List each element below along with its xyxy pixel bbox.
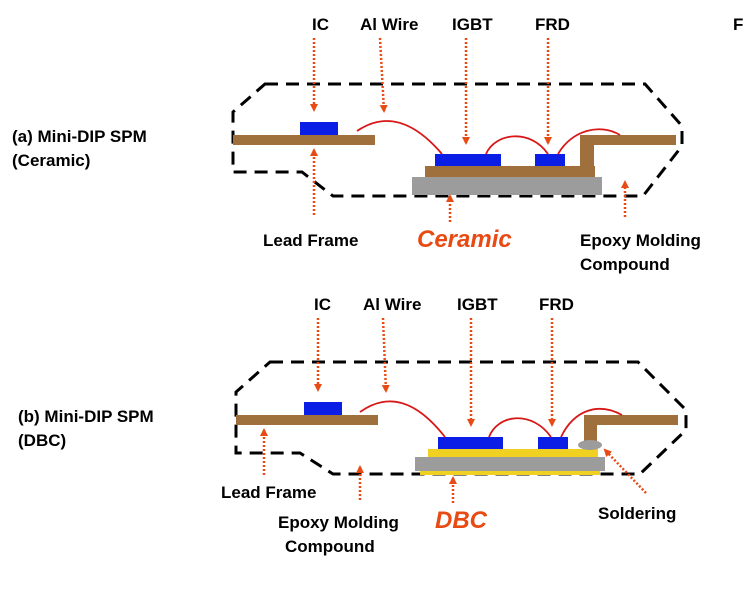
panel-a-ic-label: IC (312, 15, 329, 34)
panel-b-wire-frd-lead (560, 408, 623, 438)
panel-b-title-line2: (DBC) (18, 431, 66, 450)
panel-b-wire-ic-igbt (359, 400, 446, 438)
panel-a-frd-chip (535, 154, 565, 166)
panel-b-dbc-top-copper (428, 449, 598, 457)
panel-b-ic-label: IC (314, 295, 331, 314)
panel-a-arrow-al-wire (378, 37, 388, 113)
panel-a-left-lead-frame (233, 135, 375, 145)
panel-b: (b) Mini-DIP SPM (DBC) IC Al Wire IGBT F… (18, 295, 688, 556)
panel-b-arrow-al-wire (381, 317, 390, 393)
corner-text: F (733, 15, 743, 34)
panel-b-dbc-label: DBC (435, 507, 488, 534)
panel-b-frd-label: FRD (539, 295, 574, 314)
panel-b-dbc-ceramic (415, 457, 605, 471)
panel-b-emc-label-line2: Compound (285, 537, 375, 556)
panel-a-wire-igbt-frd (485, 135, 549, 155)
panel-b-right-lead-frame-leg (584, 415, 597, 443)
panel-a-wire-ic-igbt (356, 120, 443, 155)
panel-a-wire-frd-lead (557, 128, 621, 155)
panel-a-emc-label-line1: Epoxy Molding (580, 231, 701, 250)
panel-b-lead-frame-label: Lead Frame (221, 483, 316, 502)
panel-b-soldering-label: Soldering (598, 504, 676, 523)
panel-b-igbt-label: IGBT (457, 295, 498, 314)
panel-a-title-line1: (a) Mini-DIP SPM (12, 127, 147, 146)
panel-b-title-line1: (b) Mini-DIP SPM (18, 407, 154, 426)
panel-a: (a) Mini-DIP SPM (Ceramic) IC Al Wire IG… (12, 15, 701, 274)
panel-b-right-lead-frame (584, 415, 678, 425)
panel-b-dbc-bottom-copper (420, 470, 600, 475)
panel-a-lead-frame-label: Lead Frame (263, 231, 358, 250)
panel-a-right-lead-frame (580, 135, 676, 145)
panel-a-igbt-chip (435, 154, 501, 166)
panel-a-igbt-label: IGBT (452, 15, 493, 34)
panel-a-ceramic-label: Ceramic (417, 226, 512, 253)
panel-b-left-lead-frame (236, 415, 378, 425)
panel-b-ic-chip (304, 402, 342, 415)
panel-b-wire-igbt-frd (488, 417, 552, 438)
panel-a-al-wire-label: Al Wire (360, 15, 418, 34)
panel-a-emc-label-line2: Compound (580, 255, 670, 274)
panel-b-frd-chip (538, 437, 568, 449)
panel-b-igbt-chip (438, 437, 503, 449)
panel-a-ceramic-substrate (412, 177, 602, 195)
panel-a-frd-label: FRD (535, 15, 570, 34)
panel-a-copper-pad (425, 166, 595, 177)
panel-a-ic-chip (300, 122, 338, 135)
panel-b-emc-label-line1: Epoxy Molding (278, 513, 399, 532)
panel-b-solder-joint (578, 440, 602, 450)
panel-a-title-line2: (Ceramic) (12, 151, 90, 170)
panel-b-al-wire-label: Al Wire (363, 295, 421, 314)
panel-a-right-lead-frame-leg (580, 135, 594, 168)
panel-b-arrow-soldering (603, 448, 647, 494)
